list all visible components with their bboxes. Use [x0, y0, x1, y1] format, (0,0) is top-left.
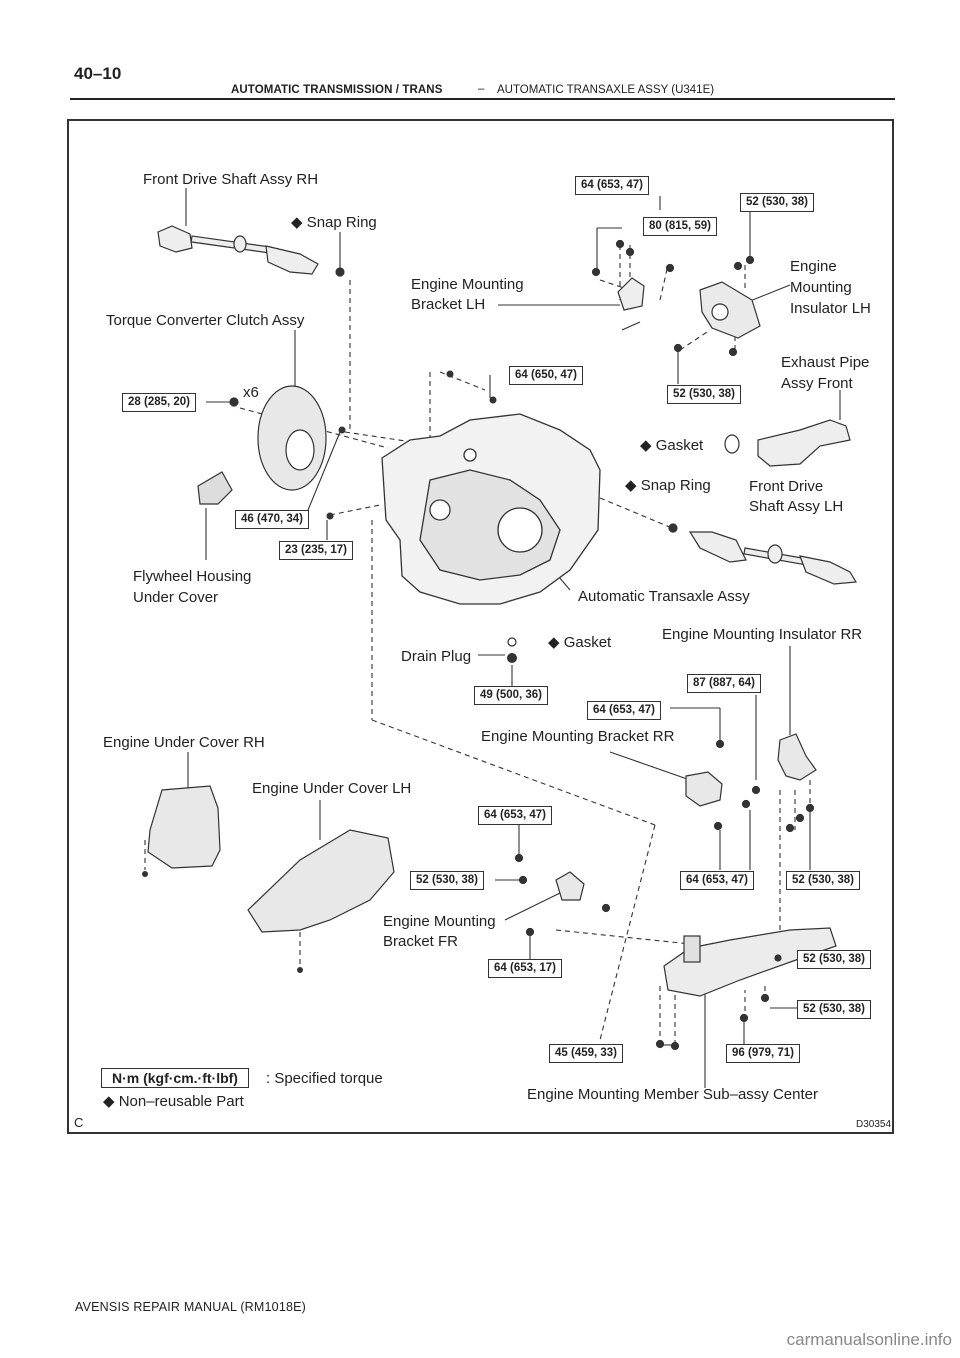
- label-x6: x6: [243, 384, 259, 401]
- torque-value: 64 (653, 47): [680, 871, 755, 890]
- label-eng-mount-member: Engine Mounting Member Sub–assy Center: [527, 1086, 818, 1103]
- label-eng-mount-bracket-lh-1: Engine Mounting: [411, 276, 524, 293]
- legend-unit-box: N·m (kgf·cm.·ft·lbf): [101, 1068, 249, 1088]
- label-torque-converter: Torque Converter Clutch Assy: [106, 312, 305, 329]
- label-drain-plug: Drain Plug: [401, 648, 472, 665]
- label-eng-mount-bracket-lh-2: Bracket LH: [411, 296, 486, 313]
- manual-footer: AVENSIS REPAIR MANUAL (RM1018E): [75, 1300, 307, 1314]
- torque-value: 52 (530, 38): [786, 871, 861, 890]
- figure-corner-mark: C: [74, 1115, 84, 1130]
- torque-value: 64 (653, 47): [478, 806, 553, 825]
- torque-value: 64 (653, 17): [488, 959, 563, 978]
- label-eng-under-cover-lh: Engine Under Cover LH: [252, 780, 412, 797]
- legend-non-reusable: ◆ Non–reusable Part: [103, 1093, 244, 1110]
- label-automatic-transaxle: Automatic Transaxle Assy: [578, 588, 750, 605]
- label-exhaust-pipe-1: Exhaust Pipe: [781, 354, 870, 371]
- torque-value: 64 (653, 47): [575, 176, 650, 195]
- label-snap-ring-lh: ◆ Snap Ring: [625, 477, 711, 494]
- torque-value: 64 (653, 47): [587, 701, 662, 720]
- label-eng-mount-insulator-rr: Engine Mounting Insulator RR: [662, 626, 863, 643]
- torque-value: 23 (235, 17): [279, 541, 354, 560]
- label-eng-mount-bracket-fr-2: Bracket FR: [383, 933, 459, 950]
- label-exhaust-pipe-2: Assy Front: [781, 375, 853, 392]
- torque-value: 52 (530, 38): [797, 1000, 872, 1019]
- legend-unit-desc: : Specified torque: [266, 1070, 383, 1087]
- torque-value: 49 (500, 36): [474, 686, 549, 705]
- illustration-id: D30354: [856, 1119, 892, 1130]
- torque-value: 52 (530, 38): [667, 385, 742, 404]
- torque-value: 52 (530, 38): [740, 193, 815, 212]
- label-gasket-drain: ◆ Gasket: [548, 634, 612, 651]
- torque-value: 64 (650, 47): [509, 366, 584, 385]
- torque-value: 96 (979, 71): [726, 1044, 801, 1063]
- torque-value: 52 (530, 38): [797, 950, 872, 969]
- torque-value: 28 (285, 20): [122, 393, 197, 412]
- label-eng-mount-bracket-rr: Engine Mounting Bracket RR: [481, 728, 675, 745]
- figure-frame: [67, 119, 894, 1134]
- torque-value: 52 (530, 38): [410, 871, 485, 890]
- label-eng-mount-insulator-lh-2: Mounting: [790, 279, 852, 296]
- torque-value: 45 (459, 33): [549, 1044, 624, 1063]
- torque-value: 87 (887, 64): [687, 674, 762, 693]
- header-rule: [70, 98, 895, 100]
- label-flywheel-housing-2: Under Cover: [133, 589, 219, 606]
- label-front-drive-shaft-lh-1: Front Drive: [749, 478, 824, 495]
- label-flywheel-housing-1: Flywheel Housing: [133, 568, 252, 585]
- torque-value: 46 (470, 34): [235, 510, 310, 529]
- watermark: carmanualsonline.info: [786, 1330, 952, 1349]
- label-front-drive-shaft-lh-2: Shaft Assy LH: [749, 498, 844, 515]
- subsection-title: AUTOMATIC TRANSAXLE ASSY (U341E): [497, 84, 715, 96]
- label-eng-mount-insulator-lh-1: Engine: [790, 258, 837, 275]
- label-eng-under-cover-rh: Engine Under Cover RH: [103, 734, 265, 751]
- label-gasket-exhaust: ◆ Gasket: [640, 437, 704, 454]
- label-eng-mount-bracket-fr-1: Engine Mounting: [383, 913, 496, 930]
- torque-value: 80 (815, 59): [643, 217, 718, 236]
- section-title: AUTOMATIC TRANSMISSION / TRANS: [231, 84, 443, 96]
- header-separator: –: [478, 83, 485, 95]
- page-number: 40–10: [74, 64, 122, 83]
- label-front-drive-shaft-rh: Front Drive Shaft Assy RH: [143, 171, 319, 188]
- label-snap-ring-rh: ◆ Snap Ring: [291, 214, 377, 231]
- label-eng-mount-insulator-lh-3: Insulator LH: [790, 300, 871, 317]
